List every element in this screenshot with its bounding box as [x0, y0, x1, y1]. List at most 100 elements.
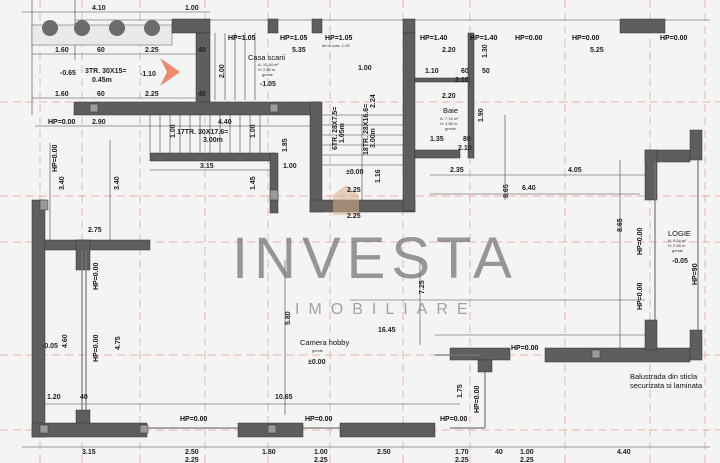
dimension-label: 18TR. 28X16.6= — [363, 104, 370, 155]
dimension-label: 40 — [198, 91, 206, 98]
dimension-label: 40 — [495, 449, 503, 456]
room-detail: de la cota -1.05 — [322, 43, 350, 48]
watermark-brand: INVESTA — [232, 226, 518, 291]
dimension-label: 2.10 — [458, 145, 472, 152]
dimension-label: 2.35 — [450, 167, 464, 174]
height-label: HP=0.00 — [93, 262, 100, 290]
dimension-label: -0.65 — [60, 70, 76, 77]
room-detail: H: 2.65 m — [440, 121, 458, 126]
dimension-label: 1.10 — [425, 68, 439, 75]
dimension-label: 2.25 — [145, 47, 159, 54]
dimension-label: 40 — [198, 47, 206, 54]
dimension-label: 0.45m — [92, 77, 112, 84]
dimension-label: 5.35 — [292, 47, 306, 54]
height-label: HP=0.00 — [515, 35, 543, 42]
height-label: HP=0.00 — [637, 227, 644, 255]
dimension-label: -1.10 — [140, 71, 156, 78]
dimension-label: 4.40 — [617, 449, 631, 456]
dimension-label: 1.00 — [283, 163, 297, 170]
dimension-label: 3TR. 30X15= — [85, 68, 126, 75]
room-detail: H: 2.65 m — [668, 243, 686, 248]
dimension-label: 1.16 — [375, 169, 382, 183]
dimension-label: 6.40 — [522, 185, 536, 192]
room-label: Balustrada din sticla — [630, 372, 698, 381]
dimension-label: 16.45 — [378, 327, 396, 334]
dimension-label: 5.25 — [590, 47, 604, 54]
dimension-label: 1.75 — [457, 384, 464, 398]
room-detail: gresie — [262, 72, 274, 77]
height-label: HP=0.00 — [48, 119, 76, 126]
dimension-label: 1.00 — [185, 5, 199, 12]
dimension-label: 60 — [461, 68, 469, 75]
dimension-label: 2.25 — [455, 457, 469, 463]
dimension-label: 1.60 — [55, 47, 69, 54]
dimension-label: 4.05 — [568, 167, 582, 174]
dimension-label: -0.05 — [672, 258, 688, 265]
dimension-label: 2.50 — [185, 449, 199, 456]
dimension-label: 4.10 — [92, 5, 106, 12]
dimension-label: 1.35 — [430, 136, 444, 143]
planters — [31, 20, 173, 46]
walls — [31, 18, 703, 438]
dimension-label: 3.15 — [200, 163, 214, 170]
dimension-label: 1.70 — [455, 449, 469, 456]
dimension-label: 1.00 — [358, 65, 372, 72]
dimension-label: 1.45 — [250, 176, 257, 190]
dimension-label: 60 — [97, 91, 105, 98]
height-label: HP=1.40 — [420, 35, 448, 42]
dimension-label: 5.80 — [285, 311, 292, 325]
room-detail: A: 7.15 m² — [440, 116, 459, 121]
watermark-sub: IMOBILIARE — [295, 301, 477, 318]
dimension-label: 10.65 — [275, 394, 293, 401]
room-detail: gresie — [672, 248, 684, 253]
dimension-label: 8.65 — [617, 218, 624, 232]
dimension-label: 3.15 — [82, 449, 96, 456]
dimension-label: 2.50 — [377, 449, 391, 456]
room-label: Casa scarii — [248, 53, 285, 62]
dimension-label: 17TR. 30X17.6= — [177, 129, 228, 136]
dimension-label: 3.40 — [59, 176, 66, 190]
glass-railing — [81, 160, 699, 429]
dimension-label: 2.25 — [185, 457, 199, 463]
dimension-label: 3.40 — [114, 176, 121, 190]
room-label: securizata si laminata — [630, 381, 703, 390]
room-label: Baie — [443, 106, 458, 115]
dimension-label: 6TR. 28X7.5= — [332, 107, 339, 150]
logo-mark-icon — [333, 185, 359, 215]
height-label: HP=0.00 — [180, 416, 208, 423]
dimension-label: 2.25 — [145, 91, 159, 98]
height-label: HP=0.00 — [572, 35, 600, 42]
height-label: HP=1.05 — [228, 35, 256, 42]
dimension-label: 2.10 — [455, 77, 469, 84]
room-label: LOGIE — [668, 229, 691, 238]
dimension-label: 60 — [97, 47, 105, 54]
height-label: HP=1.40 — [470, 35, 498, 42]
dimension-label: 7.25 — [419, 280, 426, 294]
height-label: HP=0.00 — [637, 282, 644, 310]
dimension-label: 4.75 — [115, 336, 122, 350]
dimension-label: 2.25 — [314, 457, 328, 463]
dimension-label: 1.05m — [339, 123, 346, 143]
room-label: Camera hobby — [300, 338, 349, 347]
dimension-label: 3.00m — [203, 137, 223, 144]
dimension-label: 8.65 — [503, 184, 510, 198]
height-label: HP=0.00 — [511, 345, 539, 352]
dimension-label: 3.00m — [370, 128, 377, 148]
room-detail: gresie — [445, 126, 457, 131]
dimension-label: 1.00 — [314, 449, 328, 456]
plan-labels: 4.10 1.00 1.60 60 2.25 40 -0.65 3TR. 30X15= 0.45… — [42, 5, 703, 463]
dimension-label: ±0.00 — [308, 359, 326, 366]
height-label: HP=0.00 — [305, 416, 333, 423]
dimension-label: 2.24 — [370, 94, 377, 108]
dimension-label: 2.75 — [88, 227, 102, 234]
dimension-label: 1.60 — [55, 91, 69, 98]
dimension-label: 4.40 — [218, 119, 232, 126]
dimension-label: 2.90 — [92, 119, 106, 126]
height-label: HP=0.00 — [52, 144, 59, 172]
room-detail: A: 6.04 m² — [668, 238, 687, 243]
room-detail: gresie — [312, 348, 324, 353]
height-label: HP=1.05 — [325, 35, 353, 42]
dimension-label: 50 — [482, 68, 490, 75]
dimension-label: -1.05 — [260, 81, 276, 88]
